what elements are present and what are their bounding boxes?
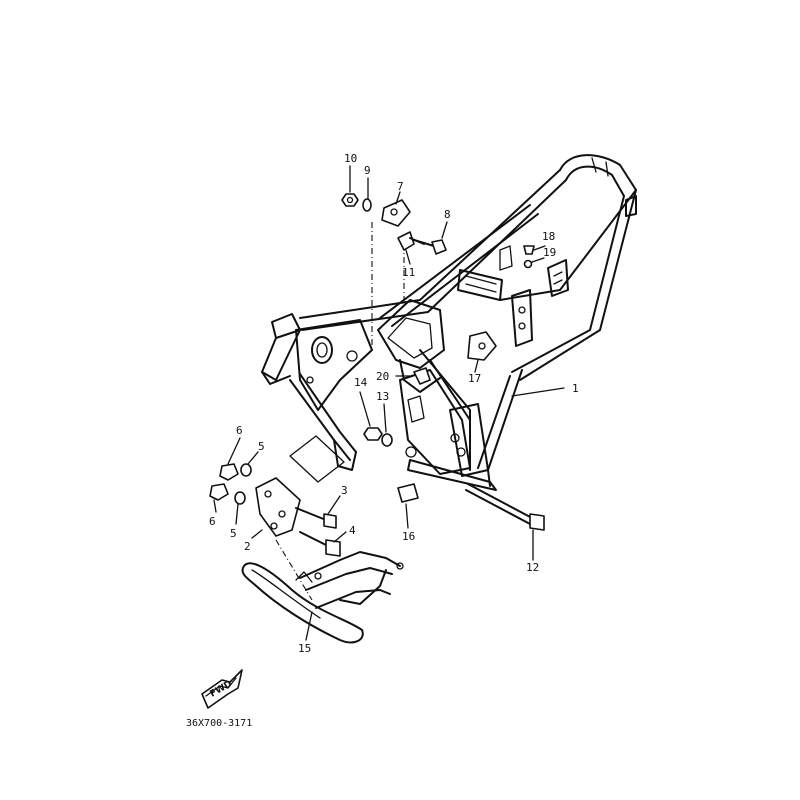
callout-labels: 1 2 3 4 5 5 6 6 7 8 9 10 11 12 13 14 15 …	[209, 152, 579, 655]
callout-5-lower: 5	[230, 527, 237, 540]
callout-2: 2	[244, 540, 251, 553]
fwd-arrow-badge: FWD	[201, 669, 243, 709]
callout-9: 9	[364, 164, 371, 177]
callout-10: 10	[344, 152, 357, 165]
callout-6-upper: 6	[236, 424, 243, 437]
callout-3: 3	[341, 484, 348, 497]
engine-guard	[241, 551, 404, 644]
hardware-parts	[209, 193, 545, 557]
callout-17: 17	[468, 372, 481, 385]
callout-4: 4	[349, 524, 356, 537]
callout-13: 13	[376, 390, 389, 403]
callout-14: 14	[354, 376, 368, 389]
main-frame	[261, 154, 637, 491]
assembly-lines	[275, 222, 405, 601]
callout-11: 11	[402, 266, 415, 279]
leader-lines	[213, 165, 565, 641]
callout-12: 12	[526, 561, 539, 574]
callout-7: 7	[397, 180, 404, 193]
callout-6-lower: 6	[209, 515, 216, 528]
callout-1: 1	[572, 382, 579, 395]
callout-20: 20	[376, 370, 389, 383]
callout-19: 19	[543, 246, 556, 259]
callout-15: 15	[298, 642, 311, 655]
callout-5-upper: 5	[258, 440, 265, 453]
callout-16: 16	[402, 530, 415, 543]
callout-8: 8	[444, 208, 451, 221]
callout-18: 18	[542, 230, 555, 243]
figure-code: 36X700-3171	[186, 718, 252, 729]
